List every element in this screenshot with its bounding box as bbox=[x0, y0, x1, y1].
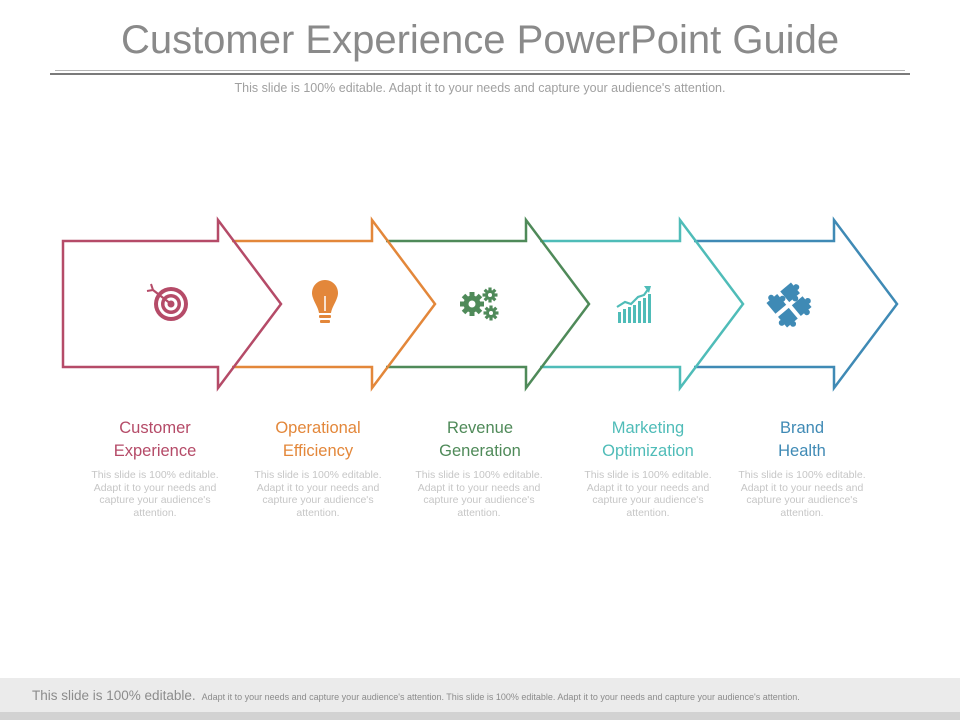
footer-bar bbox=[0, 712, 960, 720]
step-label-revenue-generation: Revenue Generation bbox=[439, 419, 521, 460]
lightbulb-icon bbox=[312, 280, 338, 323]
growth-chart-icon bbox=[616, 286, 651, 323]
title-divider-thin bbox=[55, 70, 905, 71]
step-label-operational-efficiency: Operational Efficiency bbox=[275, 419, 361, 460]
footer-band bbox=[0, 678, 960, 712]
target-icon bbox=[146, 283, 188, 321]
slide-title: Customer Experience PowerPoint Guide bbox=[120, 18, 840, 62]
arrow-3 bbox=[386, 216, 591, 392]
footer-text: This slide is 100% editable. Adapt it to … bbox=[32, 687, 800, 705]
step-label-customer-experience: Customer Experience bbox=[113, 419, 197, 460]
step-desc-brand-health: This slide is 100% editable. Adapt it to… bbox=[738, 469, 866, 519]
step-label-brand-health: Brand Health bbox=[778, 419, 826, 460]
footer-rest: Adapt it to your needs and capture your … bbox=[201, 692, 800, 702]
gears-icon bbox=[460, 287, 499, 321]
puzzle-icon bbox=[766, 282, 812, 328]
arrow-1 bbox=[61, 216, 283, 392]
arrow-4 bbox=[540, 216, 745, 392]
arrow-2 bbox=[232, 216, 437, 392]
step-desc-customer-experience: This slide is 100% editable. Adapt it to… bbox=[91, 469, 219, 519]
arrow-5 bbox=[694, 216, 899, 392]
step-desc-revenue-generation: This slide is 100% editable. Adapt it to… bbox=[415, 469, 543, 519]
step-label-marketing-optimization: Marketing Optimization bbox=[602, 419, 694, 460]
step-desc-operational-efficiency: This slide is 100% editable. Adapt it to… bbox=[254, 469, 382, 519]
title-divider bbox=[50, 73, 910, 75]
footer-lead: This slide is 100% editable. bbox=[32, 688, 196, 703]
slide-subtitle: This slide is 100% editable. Adapt it to… bbox=[234, 81, 726, 95]
step-desc-marketing-optimization: This slide is 100% editable. Adapt it to… bbox=[584, 469, 712, 519]
